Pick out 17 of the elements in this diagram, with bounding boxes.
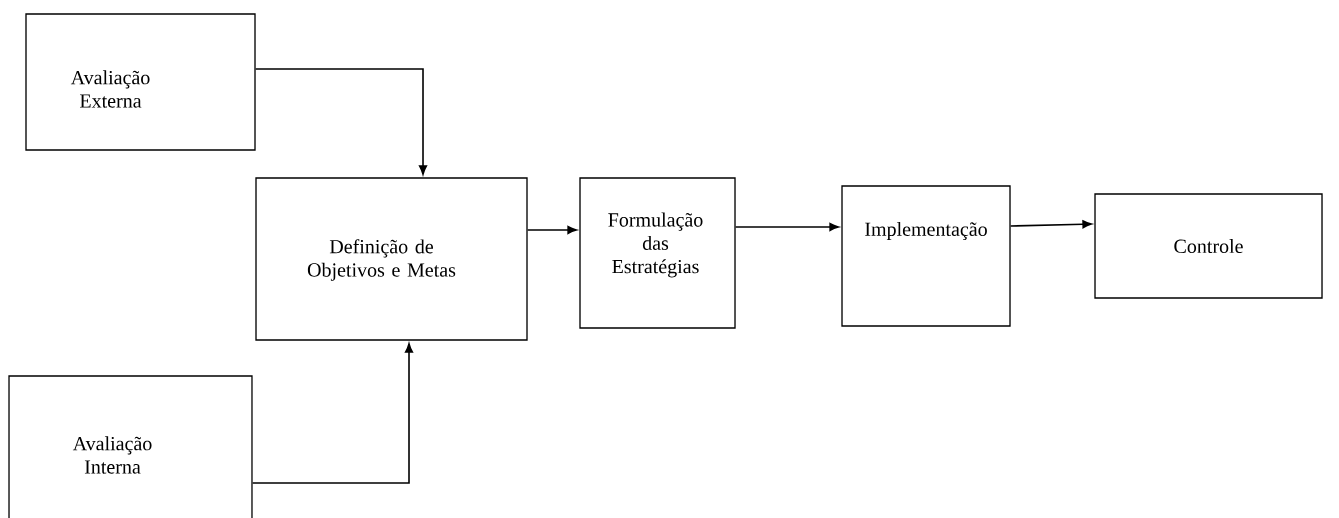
box-label: Avaliação Interna xyxy=(72,436,152,474)
arrow xyxy=(734,222,839,232)
box-label: Formulação das Estratégias xyxy=(608,212,703,278)
box-label: Controle xyxy=(1174,239,1243,254)
box-label: Avaliação Externa xyxy=(70,70,150,108)
box-label: Implementação xyxy=(865,221,987,241)
process-box xyxy=(25,13,256,151)
arrow xyxy=(251,343,414,484)
process-box xyxy=(579,177,736,329)
arrow xyxy=(526,225,577,235)
process-box xyxy=(8,375,253,518)
arrow xyxy=(254,68,428,175)
box-label: Definição de Objetivos e Metas xyxy=(307,239,456,281)
process-box xyxy=(841,185,1011,327)
process-box xyxy=(255,177,528,341)
process-box xyxy=(1094,193,1323,299)
arrow xyxy=(1009,220,1092,229)
